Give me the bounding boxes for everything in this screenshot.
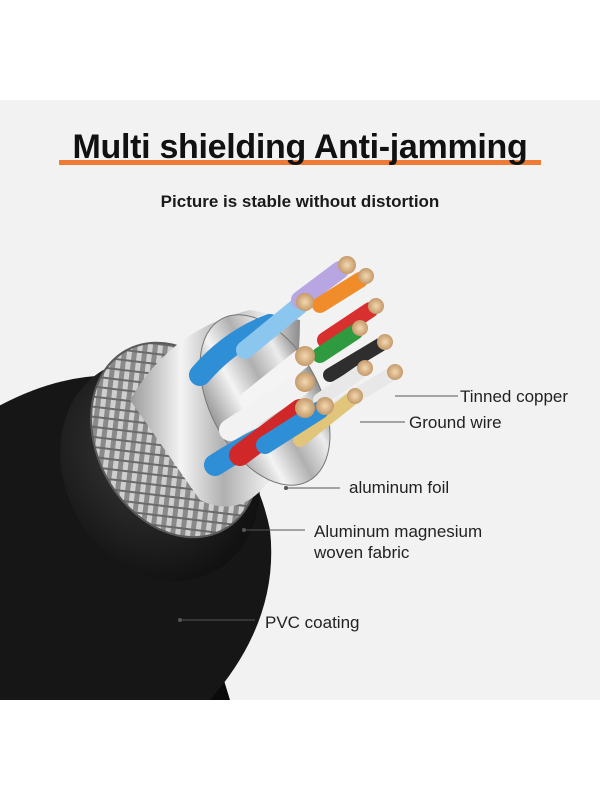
tinned-copper-ends (295, 256, 403, 418)
page-title: Multi shielding Anti-jamming (58, 128, 542, 167)
label-pvc: PVC coating (265, 613, 360, 632)
title-underline-bar (58, 160, 542, 165)
subtitle: Picture is stable without distortion (160, 192, 440, 211)
cable-cross-section-illustration (0, 256, 458, 700)
label-magnesium-line1: Aluminum magnesium (314, 522, 483, 541)
label-magnesium: Aluminum magnesium woven fabric (314, 521, 482, 563)
label-tinned-copper: Tinned copper (460, 387, 569, 406)
headline: Multi shielding Anti-jamming (0, 128, 600, 167)
label-magnesium-line2: woven fabric (314, 543, 410, 562)
label-ground-wire: Ground wire (409, 413, 502, 432)
label-aluminum-foil: aluminum foil (349, 478, 450, 497)
